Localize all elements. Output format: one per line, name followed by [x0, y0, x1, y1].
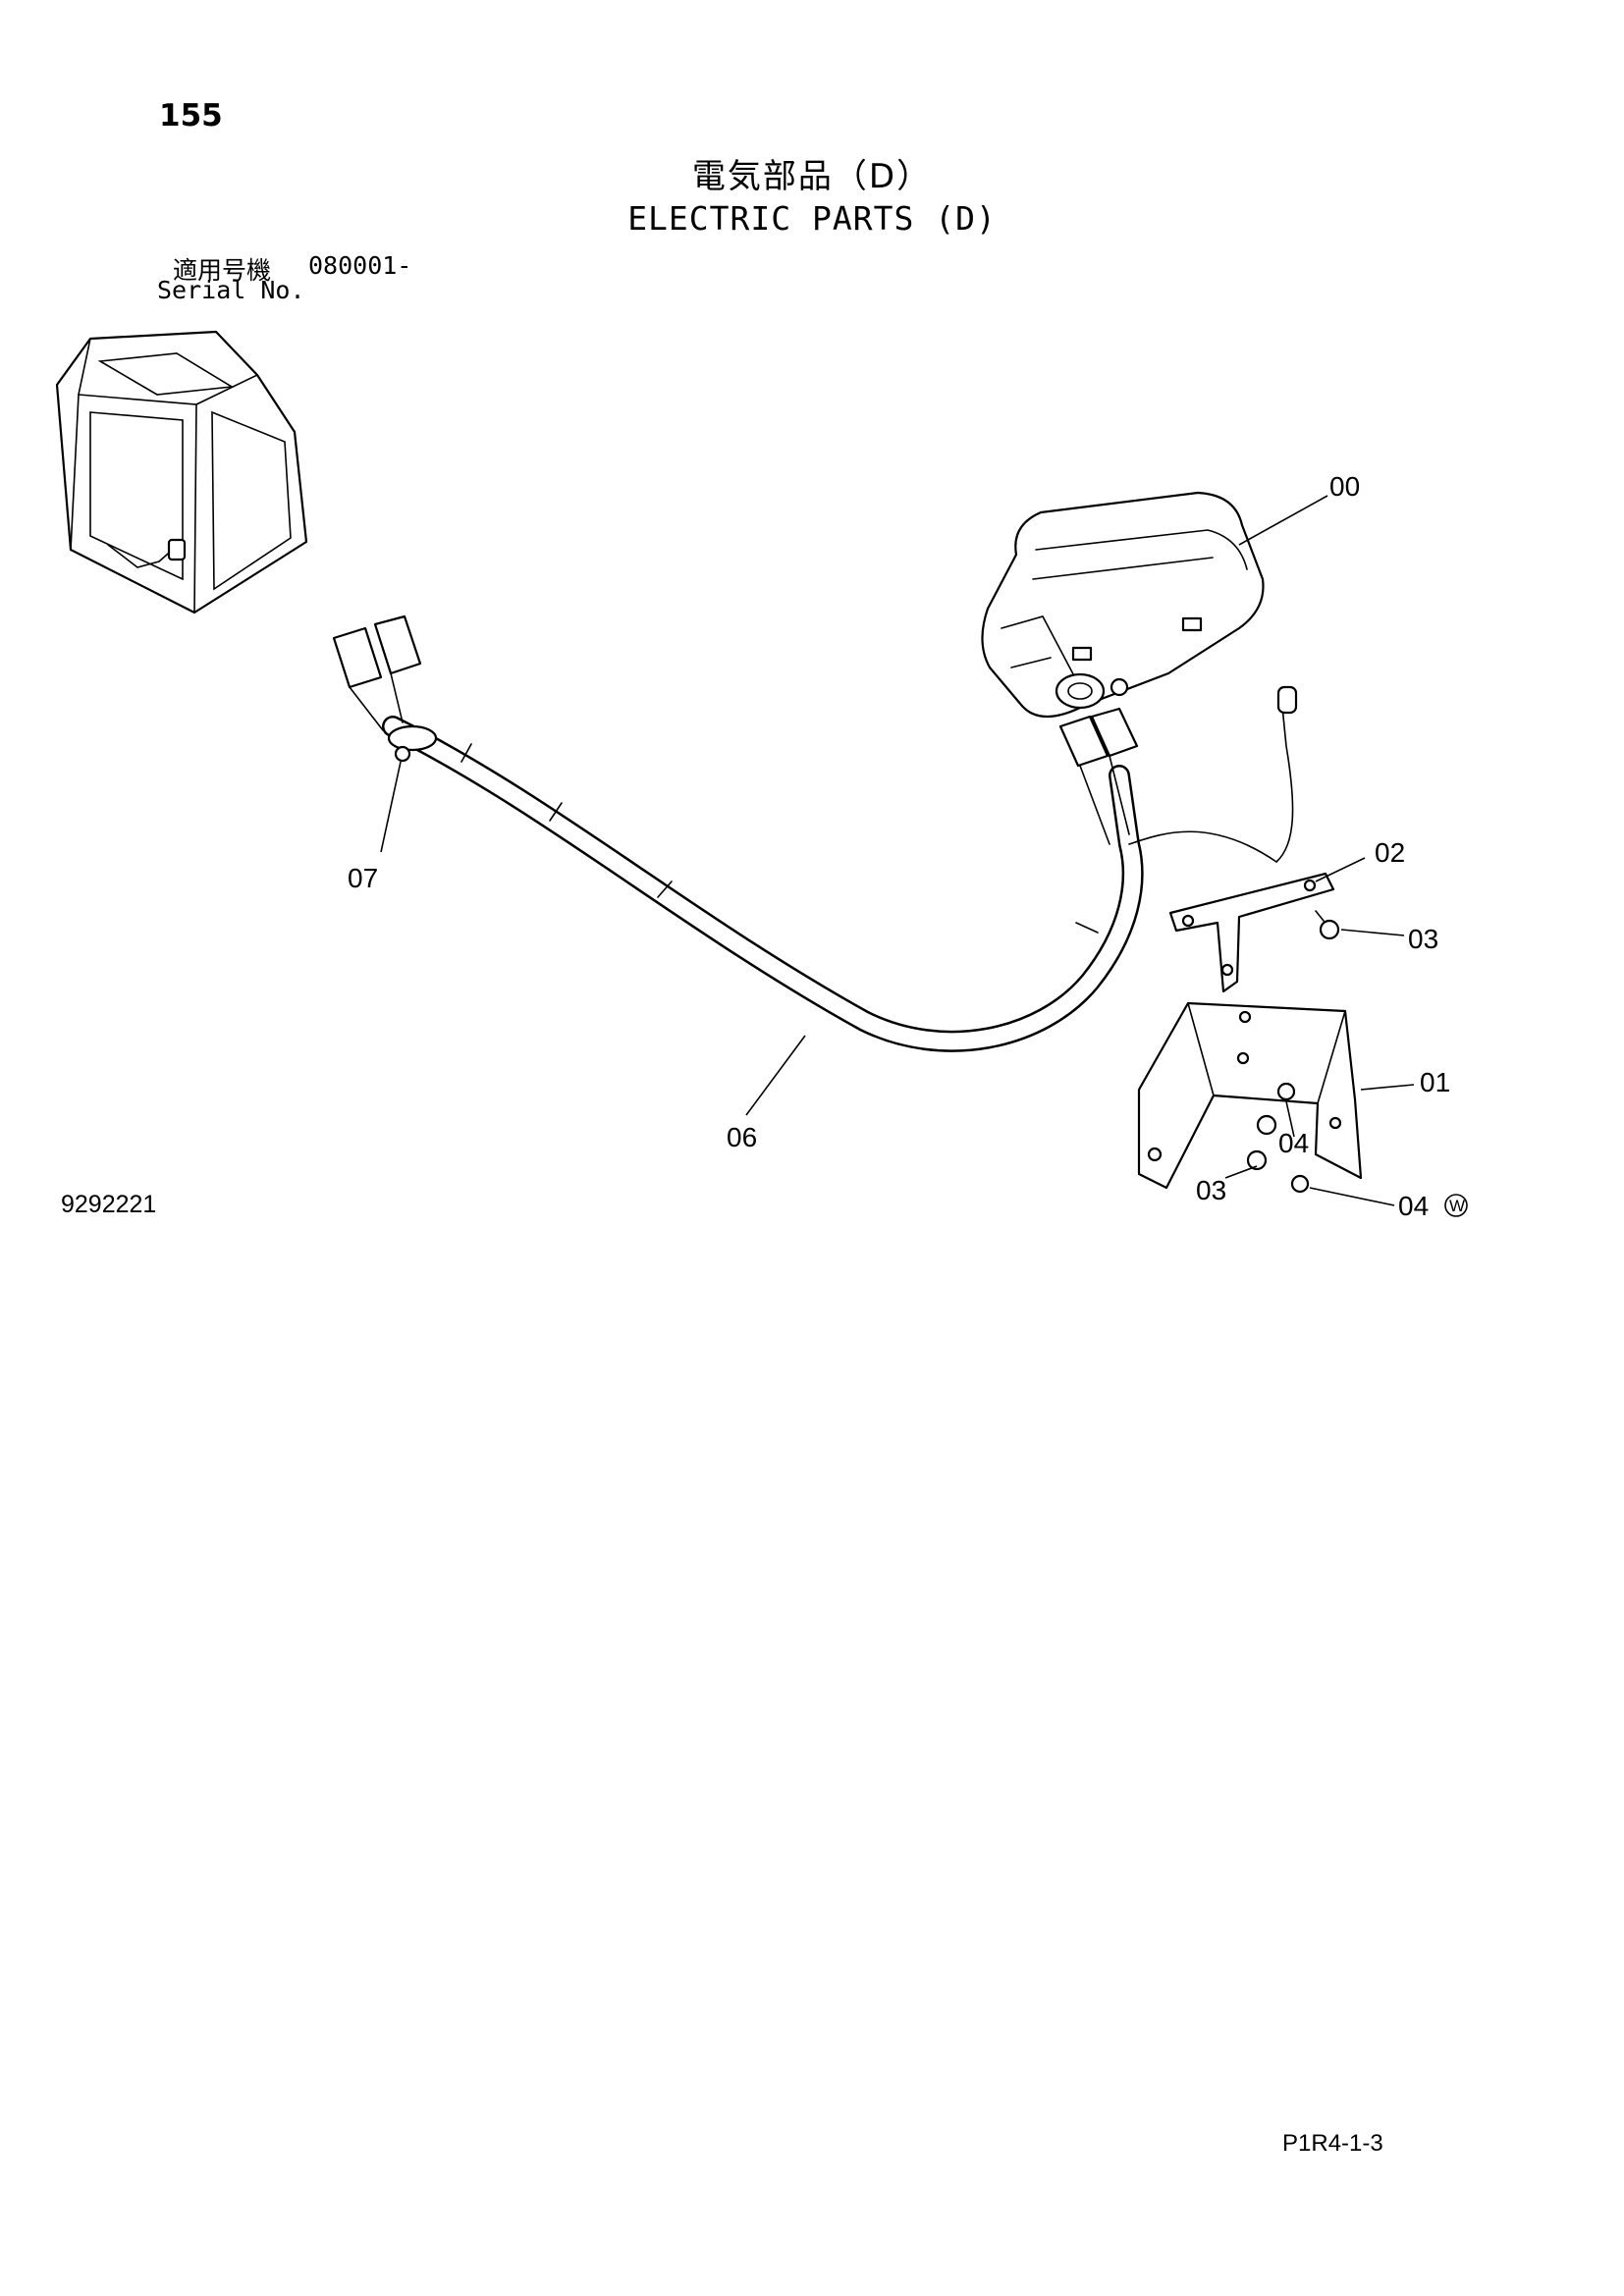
drawing-number: 9292221 — [61, 1191, 157, 1218]
title-japanese: 電気部品（D） — [691, 157, 933, 196]
bolt-03-lower-b — [1246, 1149, 1268, 1171]
bolt-03-lower-a — [1256, 1114, 1277, 1136]
serial-label-japanese: 適用号機 — [173, 256, 272, 285]
serial-range: 080001- — [308, 251, 412, 280]
reference-code: P1R4-1-3 — [1282, 2130, 1383, 2157]
callout-00: 00 — [1329, 471, 1360, 502]
washer-symbol-circle — [1444, 1194, 1468, 1217]
callout-03-lower: 03 — [1196, 1175, 1226, 1205]
part-02-bracket — [1168, 872, 1335, 993]
leader-lines — [380, 495, 1415, 1206]
callout-03-upper: 03 — [1408, 924, 1438, 954]
callout-04-lower: 04 — [1398, 1191, 1429, 1221]
serial-label-english: Serial No. — [157, 276, 305, 304]
callout-06: 06 — [727, 1122, 757, 1152]
part-01-bracket — [1137, 1001, 1363, 1190]
callout-01: 01 — [1420, 1067, 1450, 1097]
callout-04-upper: 04 — [1278, 1128, 1309, 1158]
callout-02: 02 — [1375, 837, 1405, 868]
part-06-harness — [332, 614, 1298, 1052]
bolt-04-a — [1276, 1082, 1296, 1101]
callout-07: 07 — [348, 863, 378, 893]
washer-symbol-letter: W — [1449, 1197, 1465, 1215]
page-number: 155 — [159, 98, 223, 133]
bolt-03-upper — [1315, 910, 1340, 940]
bolt-04-b — [1290, 1174, 1310, 1194]
title-english: ELECTRIC PARTS (D) — [627, 199, 997, 238]
cab-location-inset — [55, 330, 308, 614]
part-00-housing — [981, 491, 1265, 718]
